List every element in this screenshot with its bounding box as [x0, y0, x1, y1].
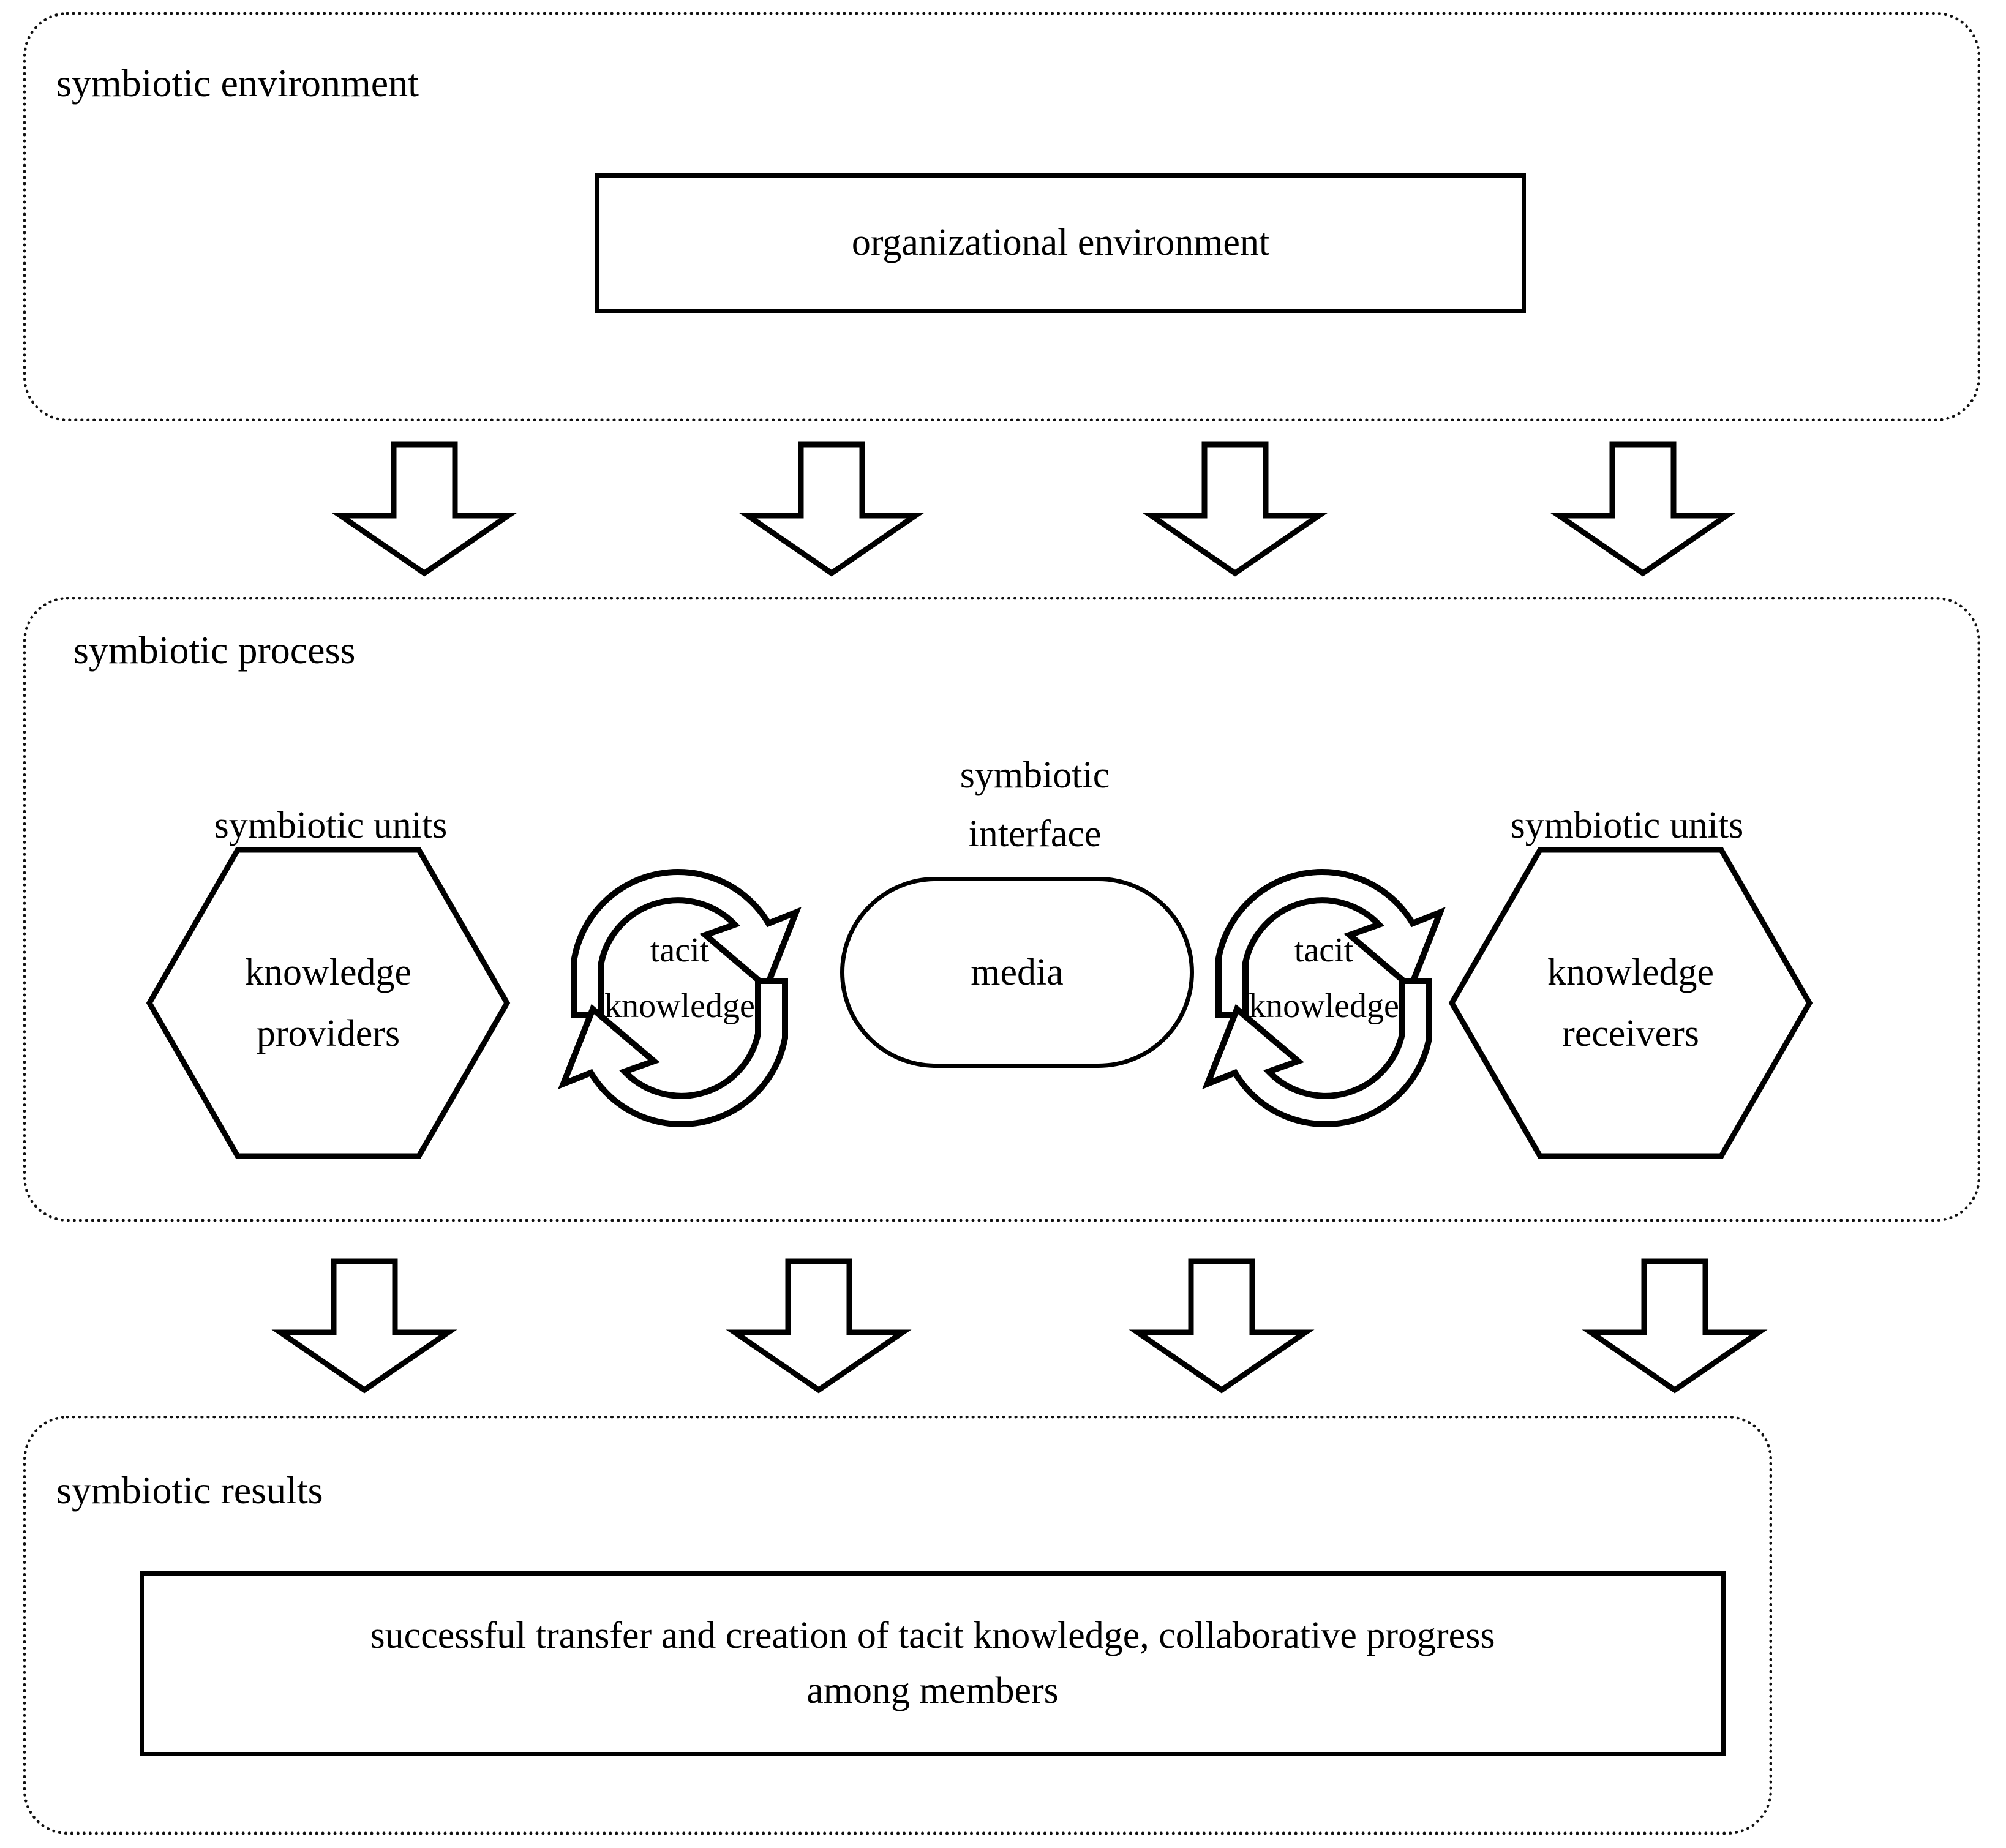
flow-arrow-down-4 [1550, 441, 1736, 577]
cycle-tacit-knowledge-right: tacit knowledge [1195, 851, 1452, 1145]
caption-symbiotic-interface: symbiotic interface [863, 746, 1206, 863]
caption-symbiotic-units-right: symbiotic units [1510, 805, 1744, 846]
hexagon-knowledge-receivers: knowledge receivers [1448, 846, 1813, 1160]
flow-arrow-down-5 [271, 1258, 457, 1394]
zone-label-symbiotic-environment: symbiotic environment [56, 61, 419, 105]
organizational-environment-box: organizational environment [595, 173, 1526, 313]
caption-interface-line1: symbiotic [960, 754, 1110, 796]
caption-symbiotic-units-left: symbiotic units [214, 805, 448, 846]
media-label: media [971, 951, 1064, 993]
zone-symbiotic-process [23, 597, 1980, 1222]
flow-arrow-down-1 [331, 441, 517, 577]
flow-arrow-down-2 [738, 441, 925, 577]
results-box: successful transfer and creation of taci… [140, 1571, 1726, 1756]
flow-arrow-down-8 [1582, 1258, 1768, 1394]
flow-arrow-down-7 [1129, 1258, 1315, 1394]
results-text: successful transfer and creation of taci… [346, 1609, 1520, 1719]
organizational-environment-label: organizational environment [851, 222, 1270, 264]
hexagon-knowledge-providers: knowledge providers [146, 846, 511, 1160]
results-line2: among members [806, 1670, 1059, 1711]
zone-symbiotic-environment [23, 12, 1980, 421]
zone-label-symbiotic-results: symbiotic results [56, 1468, 323, 1512]
cycle-tacit-knowledge-left: tacit knowledge [551, 851, 808, 1145]
results-line1: successful transfer and creation of taci… [370, 1615, 1495, 1657]
media-box: media [840, 877, 1194, 1068]
zone-label-symbiotic-process: symbiotic process [73, 628, 356, 672]
flow-arrow-down-6 [726, 1258, 912, 1394]
caption-interface-line2: interface [968, 813, 1102, 855]
zone-symbiotic-results [23, 1416, 1772, 1835]
flow-arrow-down-3 [1142, 441, 1328, 577]
